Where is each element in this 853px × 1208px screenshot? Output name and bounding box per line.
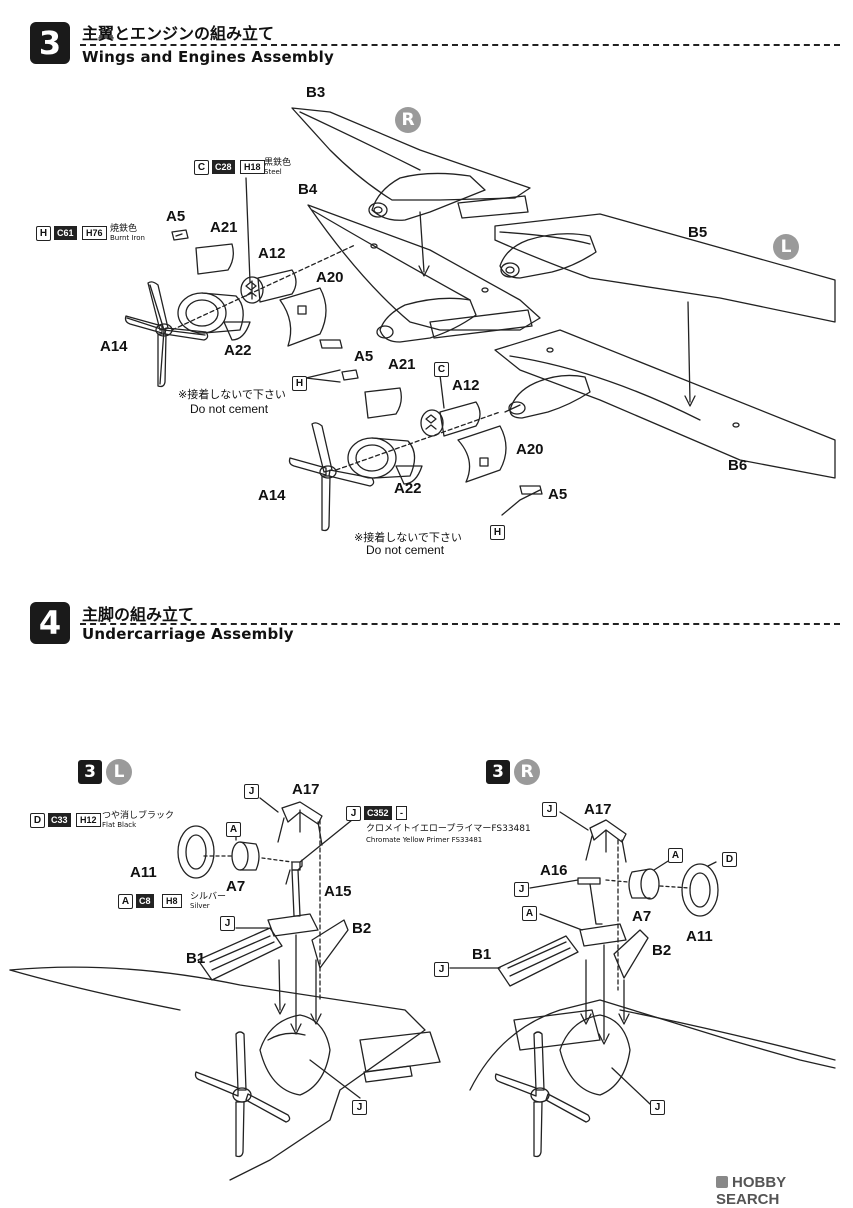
- watermark: HOBBY SEARCH: [716, 1174, 853, 1208]
- label-b1-right: B1: [472, 946, 492, 963]
- label-a15-left: A15: [324, 883, 352, 900]
- paint-name-en-chromate: Chromate Yellow Primer FS33481: [366, 836, 483, 844]
- paint-code-c8: C8: [136, 894, 154, 908]
- label-a20-top: A20: [316, 269, 344, 286]
- watermark-logo-icon: [716, 1176, 728, 1188]
- paint-box-j: J: [346, 806, 361, 821]
- paint-code-c33: C33: [48, 813, 71, 827]
- label-b1-left: B1: [186, 950, 206, 967]
- paint-name-jp-flat-black: つや消しブラック: [102, 811, 175, 821]
- note-do-not-cement-jp-2: ※接着しないで下さい: [354, 531, 462, 544]
- paint-code-h-none: -: [396, 806, 407, 820]
- label-a7-right: A7: [632, 908, 652, 925]
- label-a22-top: A22: [224, 342, 252, 359]
- paint-name-jp-silver: シルバー: [190, 892, 227, 902]
- label-a17-left: A17: [292, 781, 320, 798]
- step4-title-en: Undercarriage Assembly: [82, 625, 294, 643]
- label-b6: B6: [728, 457, 748, 474]
- paint-code-h8: H8: [162, 894, 182, 908]
- side-badge-r: R: [395, 107, 421, 133]
- label-a22-bot: A22: [394, 480, 422, 497]
- paint-ref-j-strut-right: J: [514, 882, 529, 897]
- label-a5-top: A5: [166, 208, 186, 225]
- paint-ref-a-strut-right: A: [522, 906, 537, 921]
- label-a21-mid: A21: [388, 356, 416, 373]
- paint-name-jp-burnt-iron: 焼鉄色: [110, 224, 138, 234]
- label-a7-left: A7: [226, 878, 246, 895]
- step3-title-en: Wings and Engines Assembly: [82, 48, 334, 66]
- paint-ref-h-mid: H: [292, 376, 307, 391]
- label-b5: B5: [688, 224, 708, 241]
- paint-ref-h-bot: H: [490, 525, 505, 540]
- paint-code-c61: C61: [54, 226, 77, 240]
- paint-ref-j-a17-right: J: [542, 802, 557, 817]
- label-a12-mid: A12: [452, 377, 480, 394]
- paint-ref-j-a17-left: J: [244, 784, 259, 799]
- ref-side-badge-l: L: [106, 759, 132, 785]
- ref-side-badge-r: R: [514, 759, 540, 785]
- paint-name-jp-chromate: クロメイトイエロープライマーFS33481: [366, 824, 531, 834]
- paint-name-jp-steel: 黒鉄色: [264, 158, 292, 168]
- step3-title-jp: 主翼とエンジンの組み立て: [82, 24, 275, 43]
- wing-b6: [494, 329, 836, 479]
- paint-name-en-steel: Steel: [264, 168, 282, 176]
- paint-box-c: C: [194, 160, 209, 175]
- paint-code-h12: H12: [76, 813, 101, 827]
- label-a12-top: A12: [258, 245, 286, 262]
- label-a20-mid: A20: [516, 441, 544, 458]
- label-a11-right: A11: [686, 928, 713, 945]
- paint-ref-j-bay-right: J: [650, 1100, 665, 1115]
- note-do-not-cement-en-2: Do not cement: [366, 543, 445, 557]
- step-number-4: 4: [30, 602, 70, 644]
- label-a5-bot: A5: [548, 486, 568, 503]
- paint-name-en-silver: Silver: [190, 902, 210, 910]
- paint-ref-j-bay-left: J: [352, 1100, 367, 1115]
- paint-box-h: H: [36, 226, 51, 241]
- label-a16-right: A16: [540, 862, 568, 879]
- note-do-not-cement-en-1: Do not cement: [190, 402, 269, 416]
- paint-box-d: D: [30, 813, 45, 828]
- paint-ref-a-hub-right: A: [668, 848, 683, 863]
- label-a17-right: A17: [584, 801, 612, 818]
- paint-ref-a-hub-left: A: [226, 822, 241, 837]
- wing-b5: [494, 213, 836, 323]
- paint-code-h18: H18: [240, 160, 265, 174]
- label-b3: B3: [306, 84, 326, 101]
- paint-code-h76: H76: [82, 226, 107, 240]
- step3-divider: [80, 44, 840, 46]
- ref-step-badge-right: 3: [486, 760, 510, 784]
- paint-ref-d-wheel-right: D: [722, 852, 737, 867]
- paint-name-en-flat-black: Flat Black: [102, 821, 137, 829]
- label-b2-right: B2: [652, 942, 672, 959]
- label-b4: B4: [298, 181, 318, 198]
- paint-ref-j-door-right: J: [434, 962, 449, 977]
- paint-ref-c-mid: C: [434, 362, 449, 377]
- wing-b3: [291, 107, 531, 201]
- step4-title-jp: 主脚の組み立て: [82, 605, 195, 624]
- paint-code-c28: C28: [212, 160, 235, 174]
- paint-code-c352: C352: [364, 806, 392, 820]
- wing-b4: [307, 204, 541, 331]
- label-a14-top: A14: [100, 338, 128, 355]
- side-badge-l: L: [773, 234, 799, 260]
- label-b2-left: B2: [352, 920, 372, 937]
- ref-step-badge-left: 3: [78, 760, 102, 784]
- label-a5-mid: A5: [354, 348, 374, 365]
- label-a14-bot: A14: [258, 487, 286, 504]
- note-do-not-cement-jp-1: ※接着しないで下さい: [178, 388, 286, 401]
- label-a11-left: A11: [130, 864, 157, 881]
- paint-ref-j-strut-left: J: [220, 916, 235, 931]
- step-number-3: 3: [30, 22, 70, 64]
- step4-divider: [80, 623, 840, 625]
- label-a21-top: A21: [210, 219, 238, 236]
- paint-box-a: A: [118, 894, 133, 909]
- paint-name-en-burnt-iron: Burnt Iron: [110, 234, 145, 242]
